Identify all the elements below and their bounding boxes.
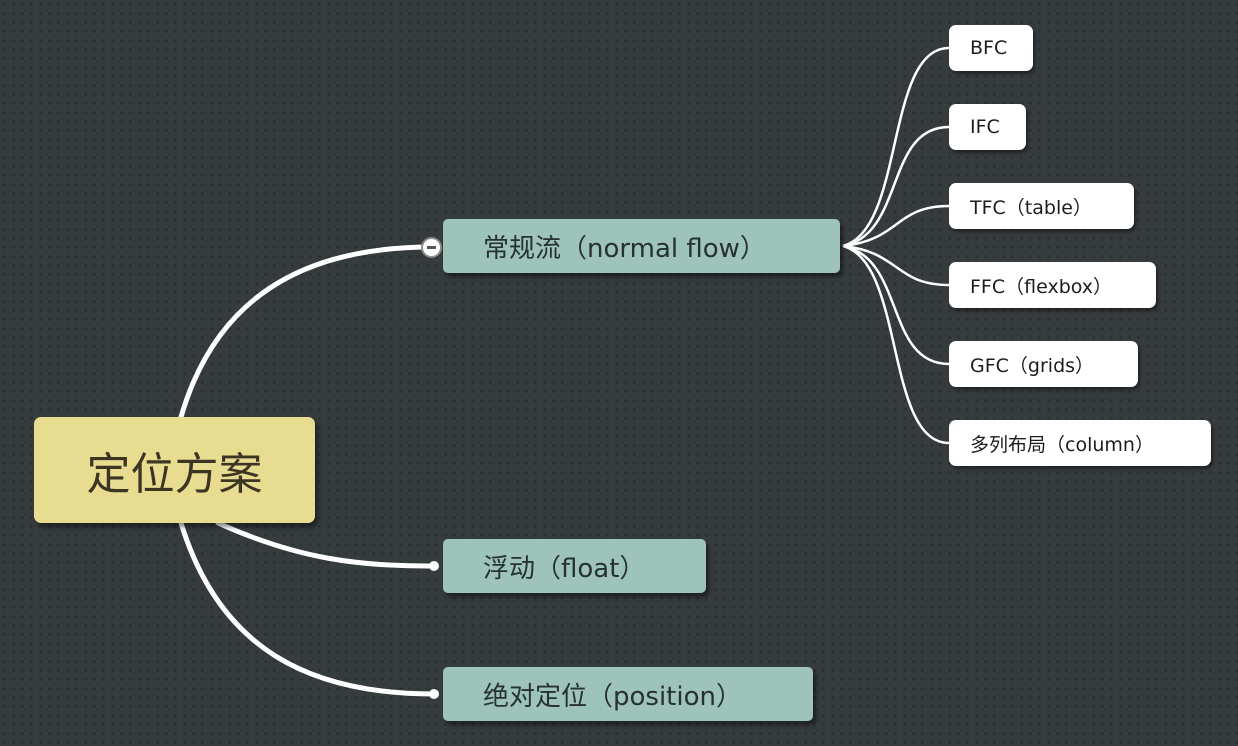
connector-leaf-ifc xyxy=(842,125,950,248)
branch-position-label: 绝对定位（position） xyxy=(483,681,742,712)
leaf-gfc[interactable]: GFC（grids） xyxy=(949,341,1138,387)
connector-dot-float xyxy=(429,561,439,571)
leaf-tfc[interactable]: TFC（table） xyxy=(949,183,1134,229)
connector-leaf-gfc xyxy=(842,244,950,366)
branch-float-label: 浮动（float） xyxy=(483,553,646,584)
leaf-bfc-label: BFC xyxy=(970,37,1008,59)
root-topic[interactable]: 定位方案 xyxy=(34,417,315,523)
leaf-ifc[interactable]: IFC xyxy=(949,104,1026,150)
connector-root-normal-flow xyxy=(178,244,435,420)
connector-root-position xyxy=(178,520,437,697)
collapse-toggle-icon[interactable] xyxy=(421,237,442,258)
connector-leaf-bfc xyxy=(842,46,950,248)
connector-leaf-ffc xyxy=(842,244,950,287)
connector-dot-position xyxy=(429,689,439,699)
connector-leaf-column xyxy=(842,244,950,445)
root-topic-label: 定位方案 xyxy=(86,449,263,500)
leaf-tfc-label: TFC（table） xyxy=(970,196,1092,219)
connector-leaf-tfc xyxy=(842,204,950,248)
leaf-column[interactable]: 多列布局（column） xyxy=(949,420,1211,466)
leaf-ifc-label: IFC xyxy=(970,116,1000,138)
leaf-gfc-label: GFC（grids） xyxy=(970,354,1095,377)
leaf-ffc[interactable]: FFC（flexbox） xyxy=(949,262,1156,308)
leaf-bfc[interactable]: BFC xyxy=(949,25,1033,71)
branch-position[interactable]: 绝对定位（position） xyxy=(443,667,813,721)
branch-normal-flow-label: 常规流（normal flow） xyxy=(483,233,766,264)
leaf-ffc-label: FFC（flexbox） xyxy=(970,275,1113,298)
branch-normal-flow[interactable]: 常规流（normal flow） xyxy=(443,219,840,273)
leaf-column-label: 多列布局（column） xyxy=(970,433,1154,456)
connector-root-float xyxy=(215,520,437,569)
branch-float[interactable]: 浮动（float） xyxy=(443,539,706,593)
